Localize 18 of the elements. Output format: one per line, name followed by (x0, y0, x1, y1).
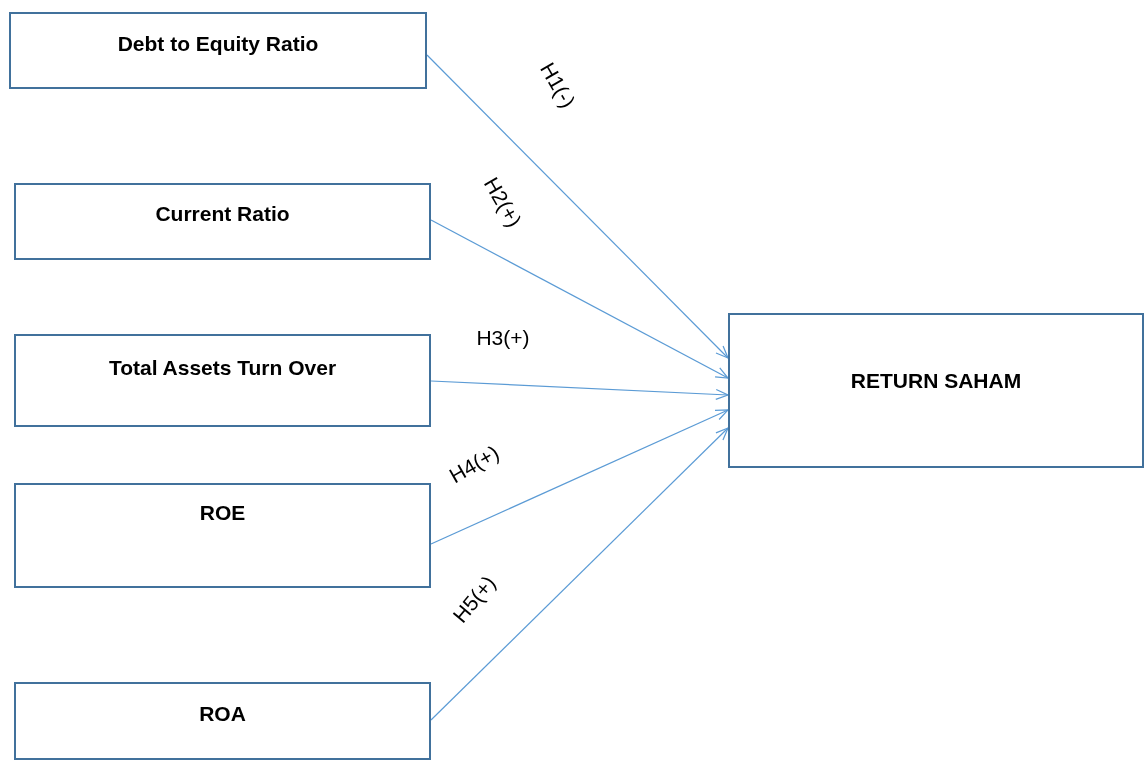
variable-box (14, 682, 431, 760)
variable-box (14, 483, 431, 588)
variable-name: Total Assets Turn Over (108, 355, 337, 380)
arrow (430, 380, 729, 401)
variable-box (14, 334, 431, 427)
arrow (430, 409, 729, 545)
variable-box (14, 183, 431, 260)
edge-label: H3(+) (476, 326, 530, 348)
variable-name: ROA (199, 702, 246, 726)
arrow (426, 54, 729, 359)
variable-box (728, 313, 1144, 468)
variable-name: ROE (199, 500, 246, 525)
arrow (430, 219, 729, 379)
variable-name: RETURN SAHAM (850, 368, 1022, 393)
arrow (430, 427, 729, 721)
variable-name: Debt to Equity Ratio (117, 31, 319, 56)
variable-box (9, 12, 427, 89)
variable-name: Current Ratio (155, 201, 290, 226)
